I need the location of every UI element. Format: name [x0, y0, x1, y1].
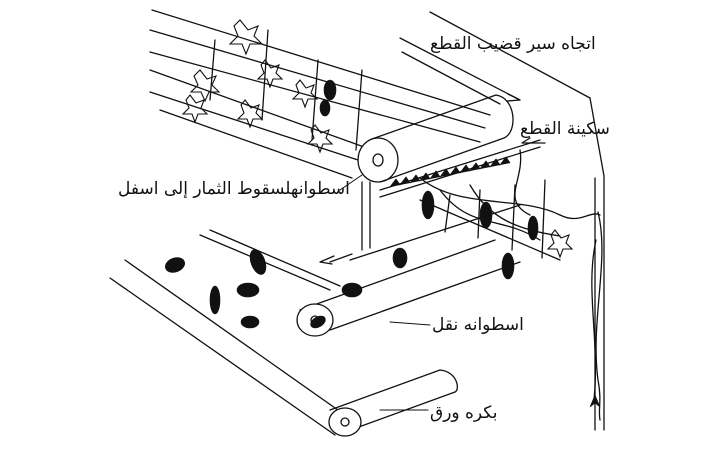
label-paper-roll: بكره ورق — [430, 403, 498, 423]
leaves — [181, 19, 574, 259]
label-transport-cylinder: اسطوانه نقل — [432, 315, 524, 335]
label-fruit-drop-cylinder: اسطوانهلسقوط الثمار إلى اسفل — [118, 179, 350, 199]
fruit-drop-cylinder — [357, 94, 514, 183]
leader-lines — [339, 174, 431, 411]
label-cutting-knife: سكينة القطع — [520, 119, 610, 139]
fruit-stems — [419, 149, 603, 421]
fruit-bunches — [165, 79, 601, 408]
label-cutting-bar-direction: اتجاه سير قضيب القطع — [430, 34, 596, 54]
cutting-knife-bar — [379, 137, 546, 198]
frame-posts — [361, 11, 605, 431]
direction-arrow — [399, 37, 521, 105]
knife-grid — [419, 179, 561, 261]
paper-belt — [109, 259, 458, 437]
